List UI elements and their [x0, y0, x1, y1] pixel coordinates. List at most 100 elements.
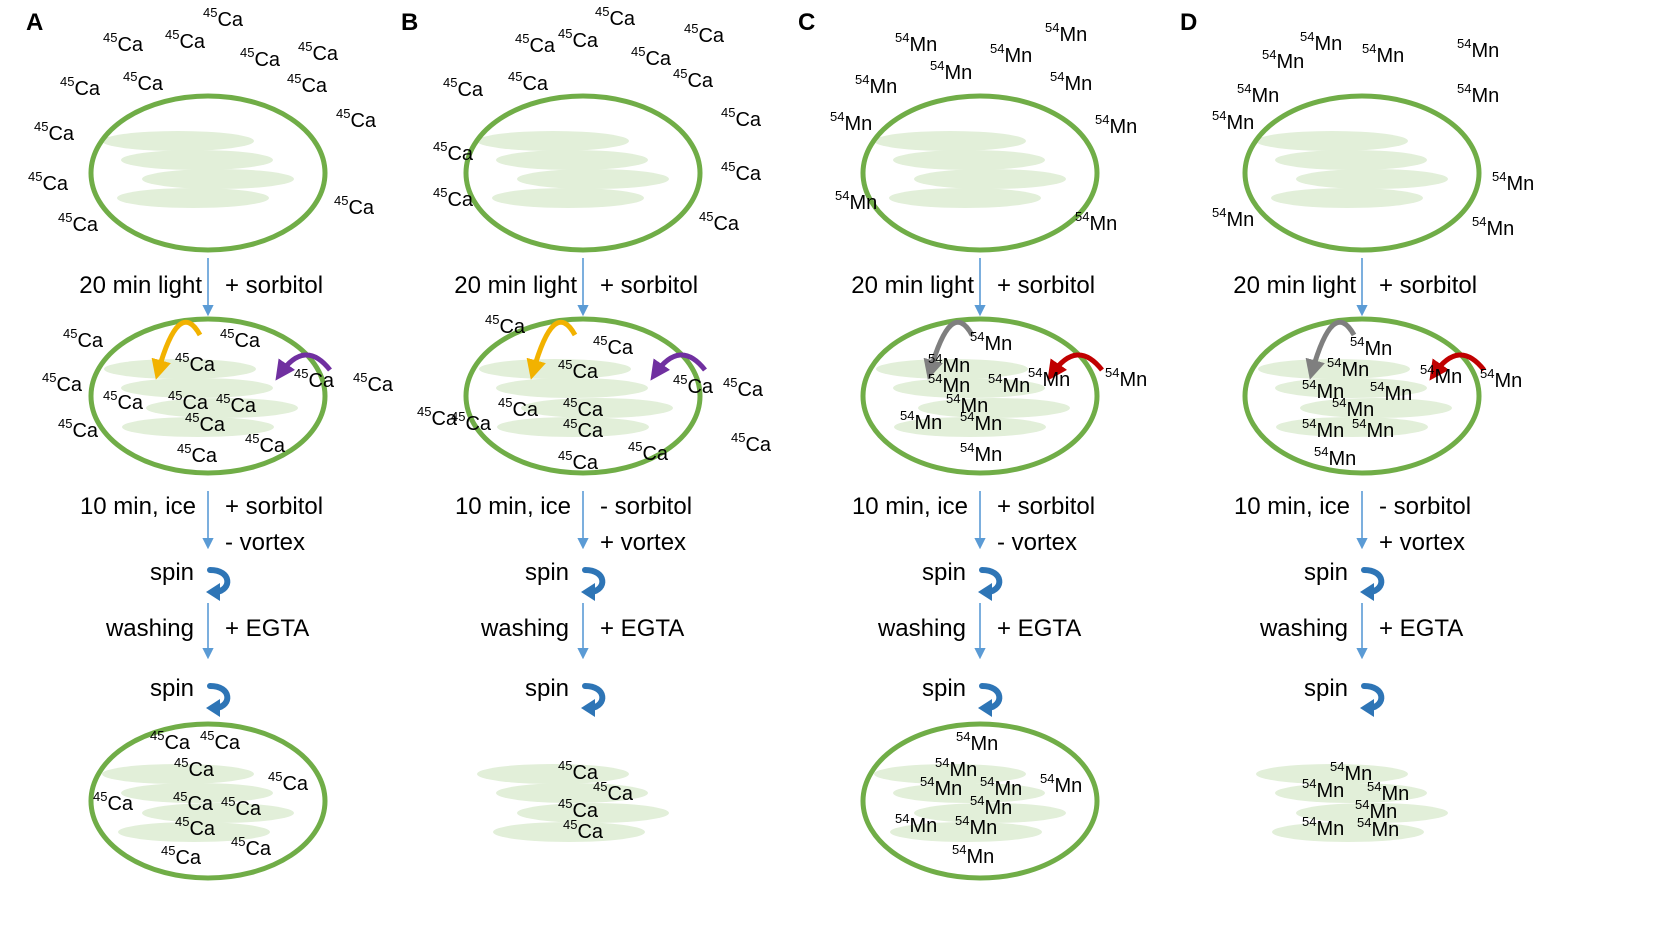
ion-label: 45Ca [558, 357, 599, 383]
ion-label: 54Mn [1212, 205, 1254, 231]
ion-label: 45Ca [443, 75, 484, 101]
ion-label: 45Ca [60, 74, 101, 100]
step2-treatment: + sorbitol [225, 493, 323, 520]
spin-label: spin [1304, 675, 1348, 702]
ion-label: 45Ca [42, 370, 83, 396]
ion-label: 45Ca [498, 395, 539, 421]
ion-label: 45Ca [34, 119, 75, 145]
thylakoid-disc [874, 131, 1026, 151]
ion-transport-arrow [923, 319, 975, 380]
ion-label: 45Ca [58, 416, 99, 442]
spin-icon [1360, 567, 1385, 601]
ion-label: 54Mn [855, 72, 897, 98]
ion-label: 54Mn [1045, 20, 1087, 46]
step3-treatment: + EGTA [1379, 615, 1463, 642]
ion-label: 45Ca [334, 193, 375, 219]
ion-label: 54Mn [920, 774, 962, 800]
step1-condition: 20 min light [454, 272, 577, 299]
step2-mechanical: - vortex [997, 529, 1077, 556]
ion-label: 54Mn [1302, 377, 1344, 403]
step1-condition: 20 min light [851, 272, 974, 299]
thylakoid-disc [121, 783, 273, 803]
thylakoid-disc [914, 803, 1066, 823]
thylakoid-disc [517, 803, 669, 823]
step3-condition: washing [480, 615, 569, 642]
thylakoid-disc [146, 398, 298, 418]
ion-label: 45Ca [174, 755, 215, 781]
ion-label: 54Mn [955, 813, 997, 839]
thylakoid-disc [893, 378, 1045, 398]
ion-label: 45Ca [177, 441, 218, 467]
ion-label: 45Ca [93, 789, 134, 815]
ion-transport-arrow [650, 352, 707, 381]
spin-label: spin [150, 675, 194, 702]
step2-treatment: - sorbitol [1379, 493, 1471, 520]
chloroplast-envelope [1242, 316, 1482, 476]
ion-label: 45Ca [723, 375, 764, 401]
thylakoid-disc [517, 169, 669, 189]
ion-label: 54Mn [1472, 214, 1514, 240]
step3-condition: washing [877, 615, 966, 642]
thylakoid-disc [496, 783, 648, 803]
chloroplast-envelope [463, 93, 703, 253]
ion-label: 54Mn [895, 30, 937, 56]
ion-label: 45Ca [563, 416, 604, 442]
thylakoid-disc [1271, 188, 1423, 208]
thylakoid-disc [121, 150, 273, 170]
ion-transport-arrow [275, 352, 332, 381]
chloroplast-envelope [88, 93, 328, 253]
ion-label: 54Mn [1302, 416, 1344, 442]
spin-icon [581, 683, 606, 717]
thylakoid-disc [102, 131, 254, 151]
thylakoid-disc [894, 417, 1046, 437]
ion-label: 54Mn [1262, 47, 1304, 73]
ion-label: 45Ca [63, 326, 104, 352]
thylakoid-disc [521, 398, 673, 418]
step3-treatment: + EGTA [225, 615, 309, 642]
ion-label: 45Ca [103, 30, 144, 56]
ion-label: 45Ca [485, 312, 526, 338]
ion-label: 54Mn [930, 58, 972, 84]
step1-treatment: + sorbitol [600, 272, 698, 299]
ion-label: 54Mn [928, 351, 970, 377]
ion-transport-arrow [1429, 352, 1486, 381]
thylakoid-disc [1256, 764, 1408, 784]
ion-label: 45Ca [558, 796, 599, 822]
spin-icon [206, 683, 231, 717]
ion-label: 54Mn [1480, 366, 1522, 392]
step2-mechanical: + vortex [600, 529, 686, 556]
ion-label: 45Ca [150, 728, 191, 754]
ion-label: 54Mn [1212, 108, 1254, 134]
ion-label: 54Mn [1028, 365, 1070, 391]
thylakoid-disc [876, 359, 1028, 379]
thylakoid-disc [1296, 803, 1448, 823]
step1-condition: 20 min light [1233, 272, 1356, 299]
thylakoid-disc [497, 417, 649, 437]
ion-label: 45Ca [240, 45, 281, 71]
ion-label: 54Mn [970, 793, 1012, 819]
thylakoid-disc [122, 417, 274, 437]
ion-label: 54Mn [980, 774, 1022, 800]
ion-label: 45Ca [231, 834, 272, 860]
ion-label: 54Mn [960, 409, 1002, 435]
step3-treatment: + EGTA [600, 615, 684, 642]
thylakoid-disc [1300, 398, 1452, 418]
ion-label: 45Ca [165, 27, 206, 53]
ion-label: 45Ca [268, 769, 309, 795]
step3-treatment: + EGTA [997, 615, 1081, 642]
ion-label: 54Mn [935, 755, 977, 781]
chloroplast-envelope [88, 721, 328, 881]
chloroplast-envelope [860, 721, 1100, 881]
ion-label: 45Ca [673, 372, 714, 398]
chloroplast-envelope [860, 316, 1100, 476]
ion-label: 54Mn [970, 329, 1012, 355]
step2-treatment: + sorbitol [997, 493, 1095, 520]
ion-label: 45Ca [185, 410, 226, 436]
spin-icon [978, 683, 1003, 717]
ion-label: 54Mn [1492, 169, 1534, 195]
ion-label: 54Mn [960, 440, 1002, 466]
thylakoid-disc [889, 188, 1041, 208]
ion-label: 45Ca [200, 728, 241, 754]
step1-condition: 20 min light [79, 272, 202, 299]
thylakoid-disc [117, 188, 269, 208]
